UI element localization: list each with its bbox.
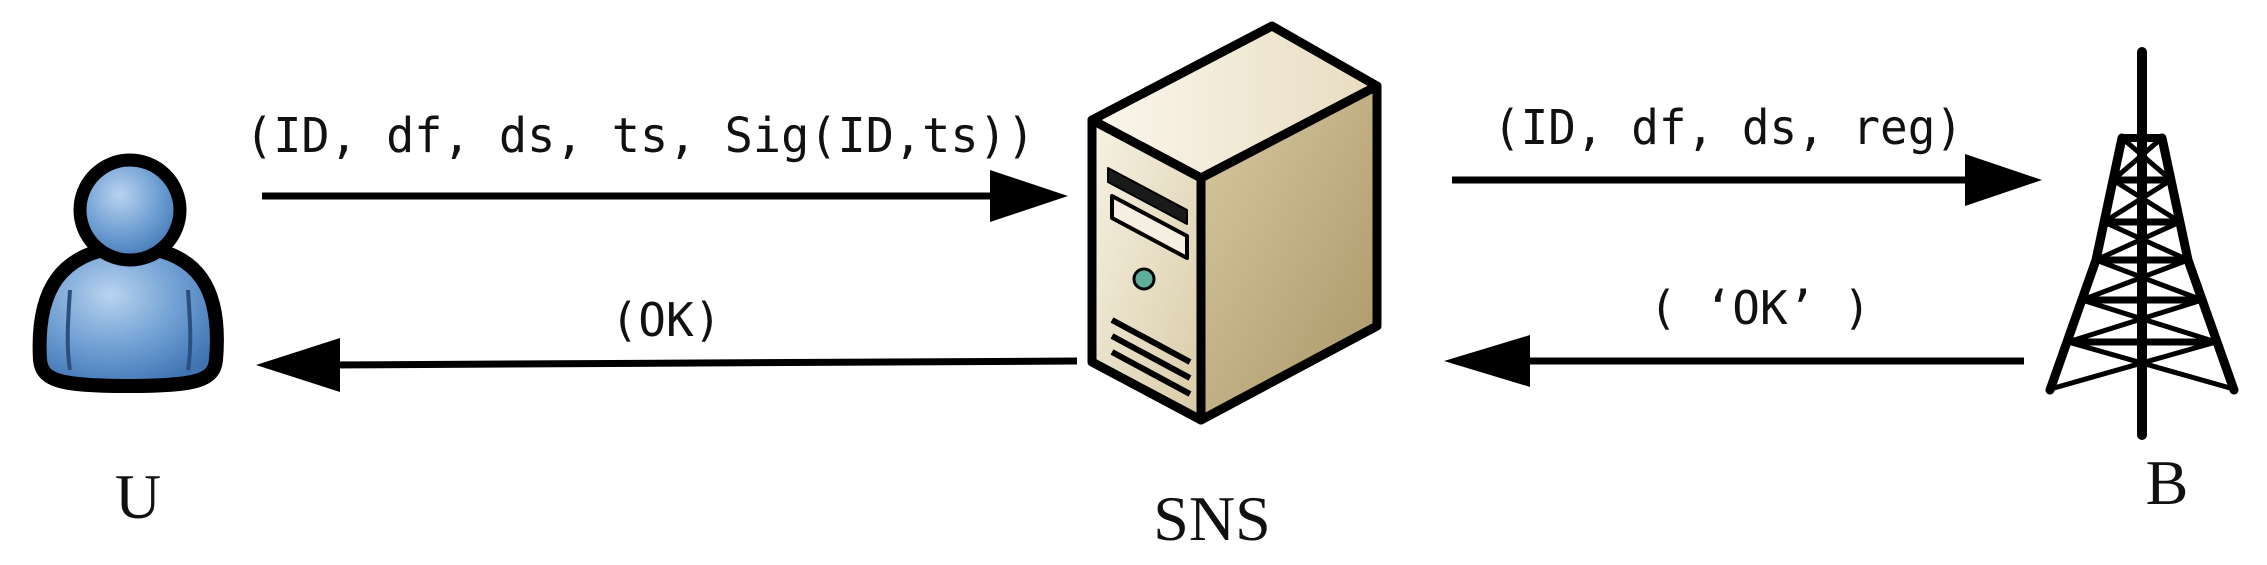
user-label: U — [115, 461, 161, 532]
arrow-sns-to-b — [1452, 154, 2042, 206]
message-u-to-sns: (ID, df, ds, ts, Sig(ID,ts)) — [245, 108, 1035, 164]
user-icon — [32, 153, 224, 393]
message-sns-to-u: (OK) — [611, 293, 722, 347]
arrow-b-to-sns — [1444, 335, 2024, 387]
tower-icon — [2045, 47, 2239, 440]
server-label: SNS — [1153, 483, 1270, 554]
message-sns-to-b: (ID, df, ds, reg) — [1493, 100, 1963, 156]
arrow-sns-to-u — [256, 338, 1078, 392]
server-icon — [1087, 21, 1382, 425]
message-b-to-sns: ( ‘OK’ ) — [1649, 281, 1871, 335]
arrow-u-to-sns — [262, 170, 1068, 222]
tower-label: B — [2146, 447, 2189, 518]
